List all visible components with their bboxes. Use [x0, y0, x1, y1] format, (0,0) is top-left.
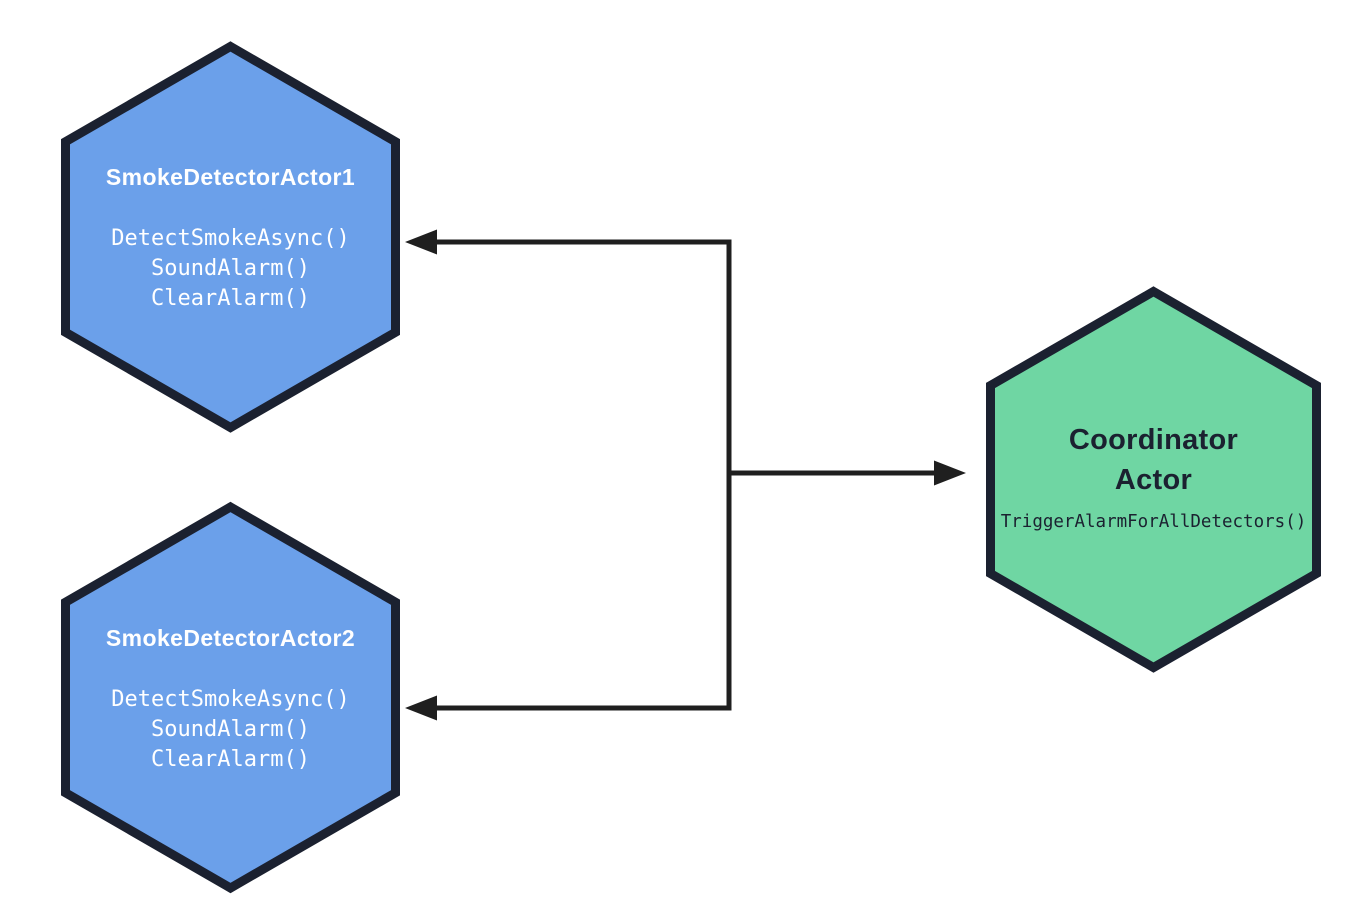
actor-title-coordinator: Coordinator Actor [985, 420, 1322, 500]
arrowhead-to-coordinator-icon [934, 460, 966, 486]
actor-methods-detector-2: DetectSmokeAsync() SoundAlarm() ClearAla… [61, 685, 400, 775]
actor-methods-detector-1: DetectSmokeAsync() SoundAlarm() ClearAla… [61, 224, 400, 314]
arrowhead-to-detector-1-icon [405, 229, 437, 255]
method-line: DetectSmokeAsync() [111, 226, 350, 251]
method-line: ClearAlarm() [151, 747, 310, 772]
method-line: TriggerAlarmForAllDetectors() [1000, 512, 1307, 532]
hexagon-coordinator-actor [986, 286, 1321, 673]
actor-methods-coordinator: TriggerAlarmForAllDetectors() [985, 512, 1322, 532]
hexagon-smoke-detector-actor-1 [61, 41, 400, 433]
method-line: SoundAlarm() [151, 717, 310, 742]
method-line: DetectSmokeAsync() [111, 687, 350, 712]
actor-title-line: Coordinator [1068, 424, 1239, 456]
method-line: ClearAlarm() [151, 286, 310, 311]
actor-title-line: Actor [1114, 464, 1193, 496]
actor-title-detector-2: SmokeDetectorActor2 [105, 625, 356, 651]
hexagon-smoke-detector-actor-2 [61, 501, 400, 894]
connector-lines [436, 239, 940, 711]
actor-title-detector-1: SmokeDetectorActor1 [105, 164, 356, 190]
arrowhead-to-detector-2-icon [405, 695, 437, 721]
method-line: SoundAlarm() [151, 256, 310, 281]
